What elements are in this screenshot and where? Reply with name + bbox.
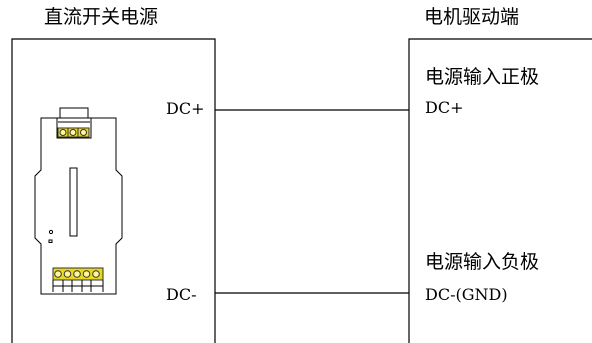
input-negative-description: 电源输入负极 <box>425 251 540 273</box>
power-supply-title: 直流开关电源 <box>44 6 159 28</box>
bottom-terminal-block <box>52 267 104 292</box>
power-supply-box <box>11 38 216 343</box>
input-negative-code: DC-(GND) <box>425 285 508 304</box>
motor-driver-box <box>408 38 592 343</box>
top-terminal-block <box>57 121 90 138</box>
power-supply-positive-pin-label: DC+ <box>166 99 205 118</box>
motor-driver-title: 电机驱动端 <box>424 6 520 28</box>
din-rail-power-supply-icon <box>34 107 123 295</box>
input-positive-description: 电源输入正极 <box>425 66 540 88</box>
led-indicator <box>48 229 54 235</box>
input-positive-code: DC+ <box>425 98 464 117</box>
power-supply-negative-pin-label: DC- <box>166 285 197 304</box>
